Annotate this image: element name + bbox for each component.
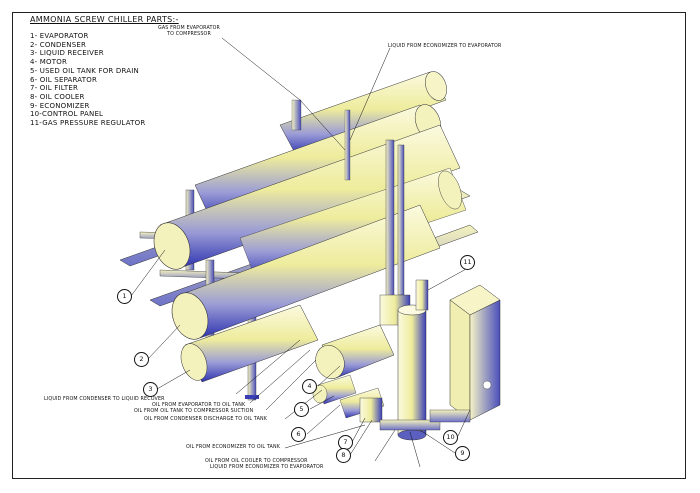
callout-used-oil-tank: 5 <box>294 402 309 417</box>
leader-lines <box>130 37 471 468</box>
parts-list: 1- EVAPORATOR 2- CONDENSER 3- LIQUID REC… <box>30 32 145 128</box>
label-gas-evap-to-comp: GAS FROM EVAPORATOR TO COMPRESSOR <box>158 26 220 37</box>
callout-oil-cooler: 8 <box>336 448 351 463</box>
part-item: 8- OIL COOLER <box>30 92 85 101</box>
part-item: 10-CONTROL PANEL <box>30 110 104 119</box>
part-item: 2- CONDENSER <box>30 40 87 49</box>
label-oil-evap-to-tank: OIL FROM EVAPORATOR TO OIL TANK <box>152 403 246 408</box>
label-oil-tank-to-suction: OIL FROM OIL TANK TO COMPRESSOR SUCTION <box>134 409 254 414</box>
drawing-frame <box>12 12 686 479</box>
part-item: 5- USED OIL TANK FOR DRAIN <box>30 66 139 75</box>
callout-gas-pressure-regulator: 11 <box>460 255 475 270</box>
economizer-vessel <box>379 304 441 441</box>
callout-condenser: 2 <box>134 352 149 367</box>
motor-unit <box>315 294 411 379</box>
callout-evaporator: 1 <box>117 289 132 304</box>
label-liquid-cond-to-receiver: LIQUID FROM CONDENSER TO LIQUID RECOVER <box>44 397 165 402</box>
part-item: 7- OIL FILTER <box>30 84 79 93</box>
condenser-vessel <box>171 204 441 340</box>
callout-control-panel: 10 <box>443 430 458 445</box>
callout-economizer: 9 <box>455 446 470 461</box>
part-item: 1- EVAPORATOR <box>30 32 89 40</box>
control-panel <box>429 284 501 423</box>
part-item: 9- ECONOMIZER <box>30 101 90 110</box>
label-oil-cond-discharge: OIL FROM CONDENSER DISCHARGE TO OIL TANK <box>144 417 268 422</box>
part-item: 4- MOTOR <box>30 58 68 67</box>
label-oil-econ-to-tank: OIL FROM ECONOMIZER TO OIL TANK <box>186 445 281 450</box>
part-item: 6- OIL SEPARATOR <box>30 75 98 84</box>
callout-motor: 4 <box>302 379 317 394</box>
callout-oil-separator: 6 <box>291 427 306 442</box>
part-item: 11-GAS PRESSURE REGULATOR <box>30 119 146 128</box>
gas-pressure-regulator <box>415 279 429 311</box>
diagram-title: AMMONIA SCREW CHILLER PARTS:- <box>30 15 179 24</box>
label-liquid-econ-to-evap-top: LIQUID FROM ECONOMIZER TO EVAPORATOR <box>388 44 502 49</box>
part-item: 3- LIQUID RECEIVER <box>30 49 104 58</box>
label-liquid-econ-to-evap-bottom: LIQUID FROM ECONOMIZER TO EVAPORATOR <box>210 465 324 470</box>
callout-liquid-receiver: 3 <box>143 382 158 397</box>
oil-components <box>312 374 385 423</box>
label-oil-cooler-to-comp: OIL FROM OIL COOLER TO COMPRESSOR <box>205 459 308 464</box>
